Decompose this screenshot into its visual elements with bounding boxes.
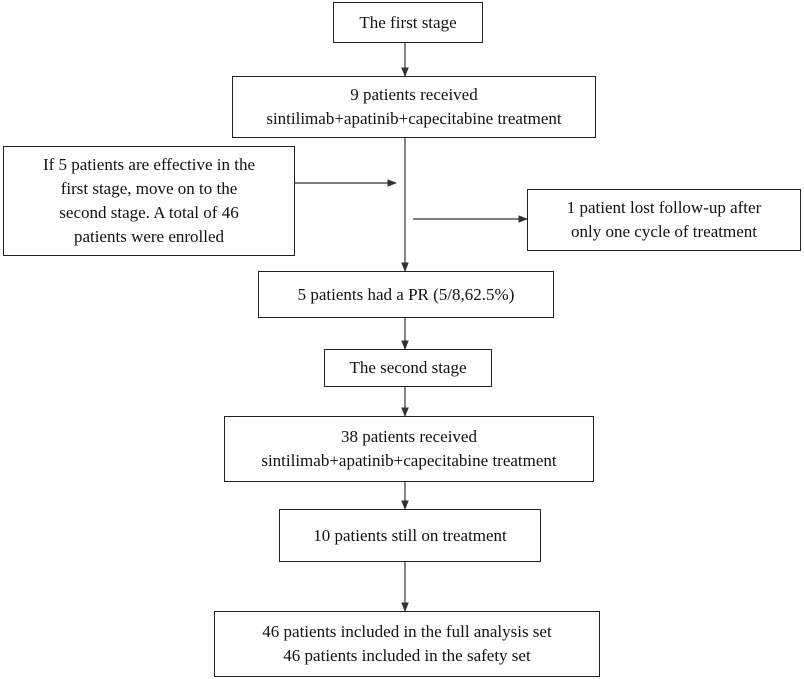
second-stage-enrolled-box: 38 patients received sintilimab+apatinib… [224, 416, 594, 482]
first-stage-enrolled-line-2: sintilimab+apatinib+capecitabine treatme… [266, 109, 562, 128]
analysis-sets-line-1: 46 patients included in the full analysi… [262, 622, 552, 641]
first-stage-enrolled-box: 9 patients received sintilimab+apatinib+… [232, 76, 596, 138]
second-stage-enrolled-line-2: sintilimab+apatinib+capecitabine treatme… [261, 451, 557, 470]
second-stage-label: The second stage [349, 358, 467, 377]
analysis-sets-box: 46 patients included in the full analysi… [214, 611, 600, 677]
first-stage-response-label: 5 patients had a PR (5/8,62.5%) [297, 284, 515, 304]
second-stage-enrolled-line-1: 38 patients received [341, 427, 477, 446]
still-on-treatment-label: 10 patients still on treatment [313, 525, 507, 545]
continuation-rule-box: If 5 patients are effective in the first… [3, 146, 295, 256]
continuation-rule-line-4: patients were enrolled [73, 227, 225, 246]
still-on-treatment-box: 10 patients still on treatment [279, 509, 541, 562]
first-stage-box: The first stage [333, 2, 483, 43]
first-stage-label: The first stage [359, 12, 457, 32]
second-stage-box: The second stage [324, 349, 492, 387]
lost-follow-up-line-2: only one cycle of treatment [571, 222, 757, 241]
continuation-rule-line-3: second stage. A total of 46 [59, 203, 239, 222]
first-stage-response-box: 5 patients had a PR (5/8,62.5%) [258, 271, 554, 318]
continuation-rule-line-1: If 5 patients are effective in the [42, 155, 256, 174]
analysis-sets-line-2: 46 patients included in the safety set [283, 646, 531, 665]
lost-follow-up-line-1: 1 patient lost follow-up after [566, 198, 762, 217]
first-stage-enrolled-line-1: 9 patients received [350, 85, 478, 104]
continuation-rule-line-2: first stage, move on to the [60, 179, 238, 198]
lost-follow-up-box: 1 patient lost follow-up after only one … [527, 189, 801, 251]
